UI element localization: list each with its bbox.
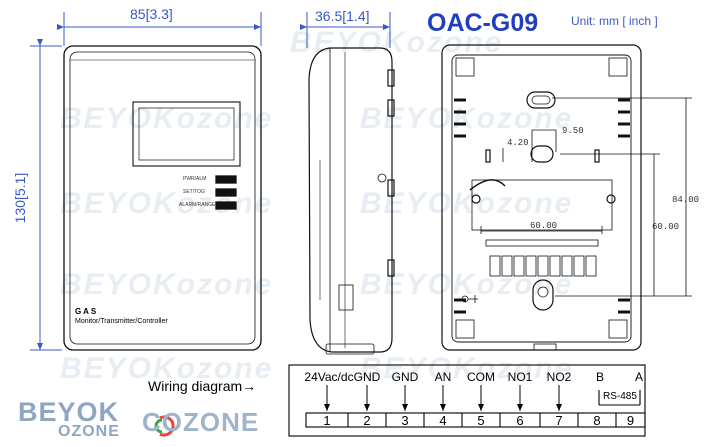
rs485-label: RS-485 — [603, 391, 637, 402]
width-dimension — [57, 12, 262, 46]
dim-4-20: 4.20 — [507, 138, 529, 148]
terminal-number: 3 — [401, 413, 409, 428]
front-view — [63, 45, 262, 351]
terminal-label: GND — [353, 370, 381, 384]
model-title: OAC-G09 — [427, 9, 539, 37]
watermark: BEYOKozone — [60, 352, 274, 385]
watermark: BEYOKozone — [360, 352, 574, 385]
indicator-label: ALARM/RANGE — [179, 202, 216, 208]
terminal-label: 24Vac/dc — [304, 370, 354, 384]
terminal-number: 8 — [593, 413, 601, 428]
unit-note: Unit: mm [ inch ] — [571, 14, 658, 28]
depth-label: 36.5[1.4] — [315, 8, 370, 24]
terminal-label: NO1 — [507, 370, 533, 384]
terminal-number: 9 — [626, 413, 635, 428]
cozone-logo: COZONE — [142, 407, 260, 437]
terminal-label: A — [634, 370, 643, 384]
terminal-number: 1 — [323, 413, 331, 428]
front-caption: Monitor/Transmitter/Controller — [75, 318, 168, 325]
terminal-label: GND — [391, 370, 419, 384]
depth-dimension — [300, 12, 391, 48]
dim-84-00: 84.00 — [672, 195, 700, 205]
terminal-number: 2 — [363, 413, 371, 428]
dim-60-00-horizontal: 60.00 — [530, 221, 558, 231]
terminal-number: 5 — [477, 413, 485, 428]
watermark: BEYOKozone — [360, 187, 574, 220]
cozone-logo-icon — [154, 415, 175, 437]
indicator-label: SET/TOG — [183, 189, 205, 195]
indicator-label: PWR/ALM — [183, 176, 207, 182]
terminal-label: COM — [467, 370, 495, 384]
watermark: BEYOKozone — [60, 102, 274, 135]
terminal-block — [288, 364, 646, 437]
width-label: 85[3.3] — [130, 6, 173, 22]
wiring-caption: Wiring diagram→ — [148, 378, 257, 394]
terminal-number: 4 — [439, 413, 447, 428]
dim-9-50: 9.50 — [562, 126, 584, 136]
terminal-arrows — [324, 385, 562, 411]
height-label: 130[5.1] — [12, 172, 28, 224]
terminal-number: 6 — [516, 413, 524, 428]
back-view — [441, 44, 642, 351]
terminal-label: B — [595, 370, 604, 384]
side-view — [308, 47, 395, 355]
back-dimension-lines — [480, 97, 692, 297]
beyok-logo-sub: OZONE — [58, 423, 120, 440]
watermark: BEYOKozone — [290, 26, 504, 59]
terminal-label: NO2 — [546, 370, 572, 384]
terminal-number: 7 — [555, 413, 563, 428]
beyok-logo: BEYOK — [18, 397, 120, 427]
front-brand: G A S — [75, 307, 97, 316]
height-dimension — [30, 39, 62, 351]
watermark: BEYOKozone — [60, 268, 274, 301]
dim-60-00-vertical: 60.00 — [652, 222, 680, 232]
terminal-label: AN — [434, 370, 452, 384]
